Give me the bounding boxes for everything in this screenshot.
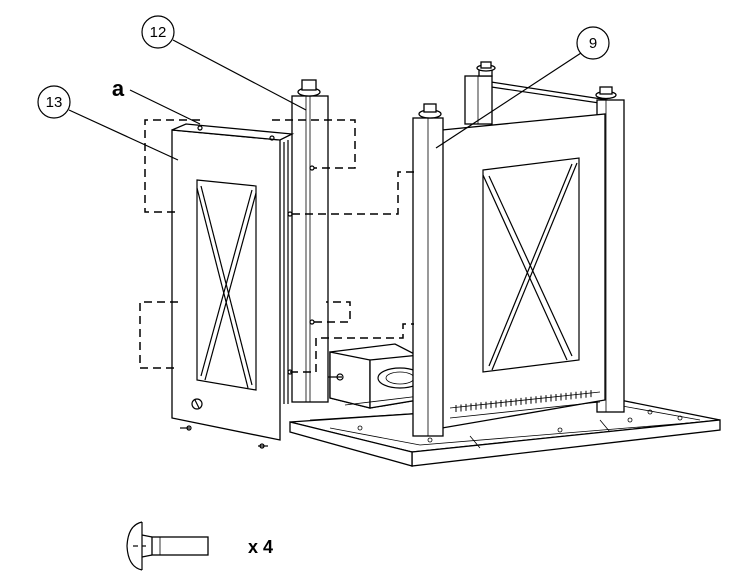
detail-a-label: a <box>112 76 125 101</box>
base-tray <box>289 399 721 467</box>
callout-13: 13 <box>37 85 179 161</box>
callout-9: 9 <box>435 26 610 149</box>
callout-12-label: 12 <box>150 24 167 41</box>
leg-12 <box>283 79 329 404</box>
panel-13 <box>171 123 295 449</box>
vent-slots <box>455 390 592 412</box>
bolt-icon <box>126 521 209 571</box>
quantity-label: x 4 <box>248 537 273 557</box>
callout-a: a <box>112 76 201 125</box>
front-leg-right <box>412 103 444 437</box>
callout-12: 12 <box>141 15 307 111</box>
callout-13-label: 13 <box>46 94 63 111</box>
callout-9-label: 9 <box>589 35 597 52</box>
assembly-guides <box>139 119 418 373</box>
hardware-group: x 4 <box>126 521 273 571</box>
panel-9 <box>441 113 606 429</box>
